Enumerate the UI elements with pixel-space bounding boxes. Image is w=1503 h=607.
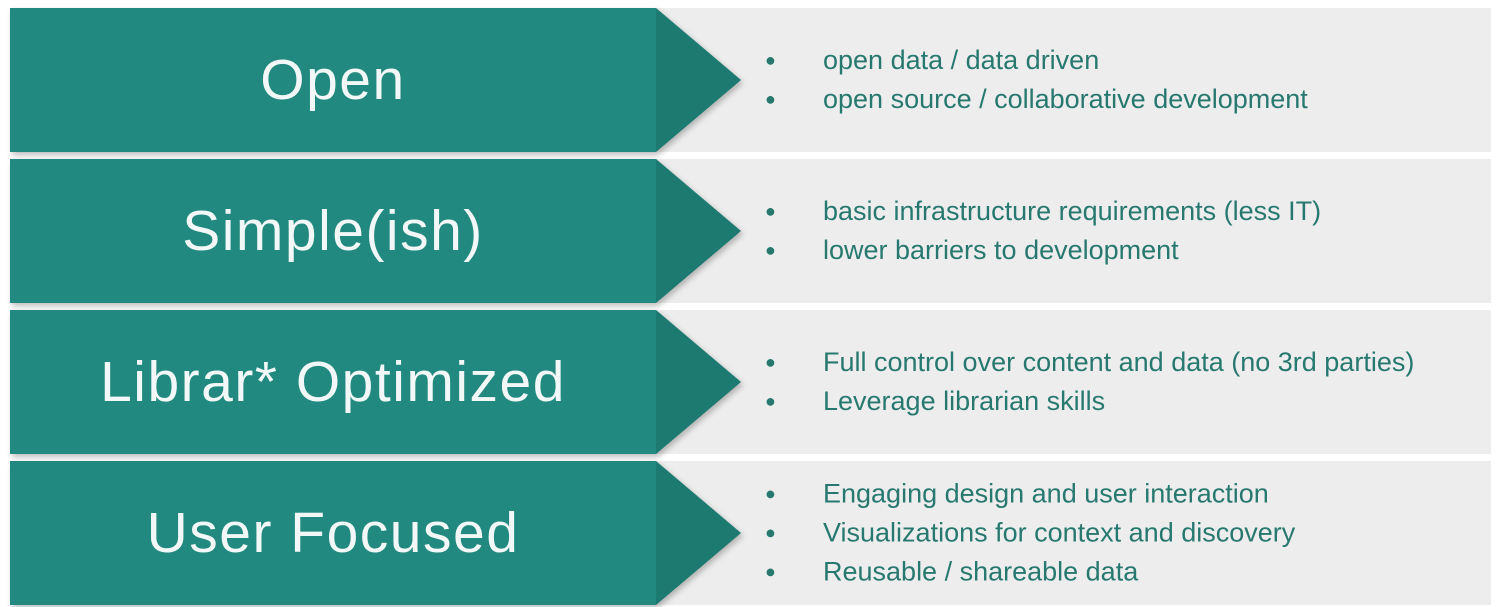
arrow-head-icon (656, 310, 741, 454)
bullet-item: ● Reusable / shareable data (765, 553, 1295, 592)
bullet-text: Engaging design and user interaction (823, 478, 1269, 509)
arrow-head-icon (656, 159, 741, 303)
arrow-body: Simple(ish) (10, 159, 656, 303)
arrow-body: User Focused (10, 461, 656, 605)
bullet-list: ● Engaging design and user interaction ●… (765, 475, 1295, 592)
arrow-title: Simple(ish) (182, 199, 484, 263)
arrow-banner: Librar* Optimized (10, 310, 741, 454)
bullet-text: Reusable / shareable data (823, 556, 1139, 587)
bullet-dot-icon: ● (765, 391, 776, 411)
row-librar-optimized: Librar* Optimized ● Full control over co… (10, 310, 1491, 454)
bullet-text: Full control over content and data (no 3… (823, 347, 1415, 377)
bullet-item: ● Engaging design and user interaction (765, 475, 1295, 514)
bullet-list: ● Full control over content and data (no… (765, 343, 1414, 421)
bullet-dot-icon: ● (765, 352, 776, 372)
bullet-text: Visualizations for context and discovery (823, 517, 1296, 548)
bullet-item: ● Visualizations for context and discove… (765, 514, 1295, 553)
arrow-banner: Open (10, 8, 741, 152)
arrow-body: Open (10, 8, 656, 152)
row-open: Open ● open data / data driven ● open so… (10, 8, 1491, 152)
arrow-head-icon (656, 461, 741, 605)
arrow-title: Librar* Optimized (100, 350, 566, 414)
arrow-head-icon (656, 8, 741, 152)
arrow-title: Open (260, 48, 406, 112)
bullet-item: ● open data / data driven (765, 41, 1308, 80)
bullet-list: ● open data / data driven ● open source … (765, 41, 1308, 119)
arrow-banner: Simple(ish) (10, 159, 741, 303)
bullet-text: Leverage librarian skills (823, 386, 1106, 416)
bullet-item: ● basic infrastructure requirements (les… (765, 192, 1321, 231)
bullet-item: ● open source / collaborative developmen… (765, 80, 1308, 119)
bullet-item: ● Full control over content and data (no… (765, 343, 1414, 382)
bullet-dot-icon: ● (765, 240, 776, 260)
bullet-dot-icon: ● (765, 201, 776, 221)
bullet-dot-icon: ● (765, 50, 776, 70)
bullet-text: open source / collaborative development (823, 84, 1308, 114)
bullet-text: open data / data driven (823, 45, 1100, 75)
bullet-list: ● basic infrastructure requirements (les… (765, 192, 1321, 270)
bullet-dot-icon: ● (765, 483, 776, 504)
row-simple: Simple(ish) ● basic infrastructure requi… (10, 159, 1491, 303)
bullet-dot-icon: ● (765, 522, 776, 543)
arrow-banner: User Focused (10, 461, 741, 605)
bullet-item: ● lower barriers to development (765, 231, 1321, 270)
arrow-title: User Focused (146, 501, 520, 565)
bullet-dot-icon: ● (765, 561, 776, 582)
bullet-text: basic infrastructure requirements (less … (823, 196, 1322, 226)
bullet-text: lower barriers to development (823, 235, 1179, 265)
row-list: Open ● open data / data driven ● open so… (10, 8, 1491, 605)
bullet-item: ● Leverage librarian skills (765, 382, 1414, 421)
arrow-body: Librar* Optimized (10, 310, 656, 454)
bullet-dot-icon: ● (765, 89, 776, 109)
row-user-focused: User Focused ● Engaging design and user … (10, 461, 1491, 605)
